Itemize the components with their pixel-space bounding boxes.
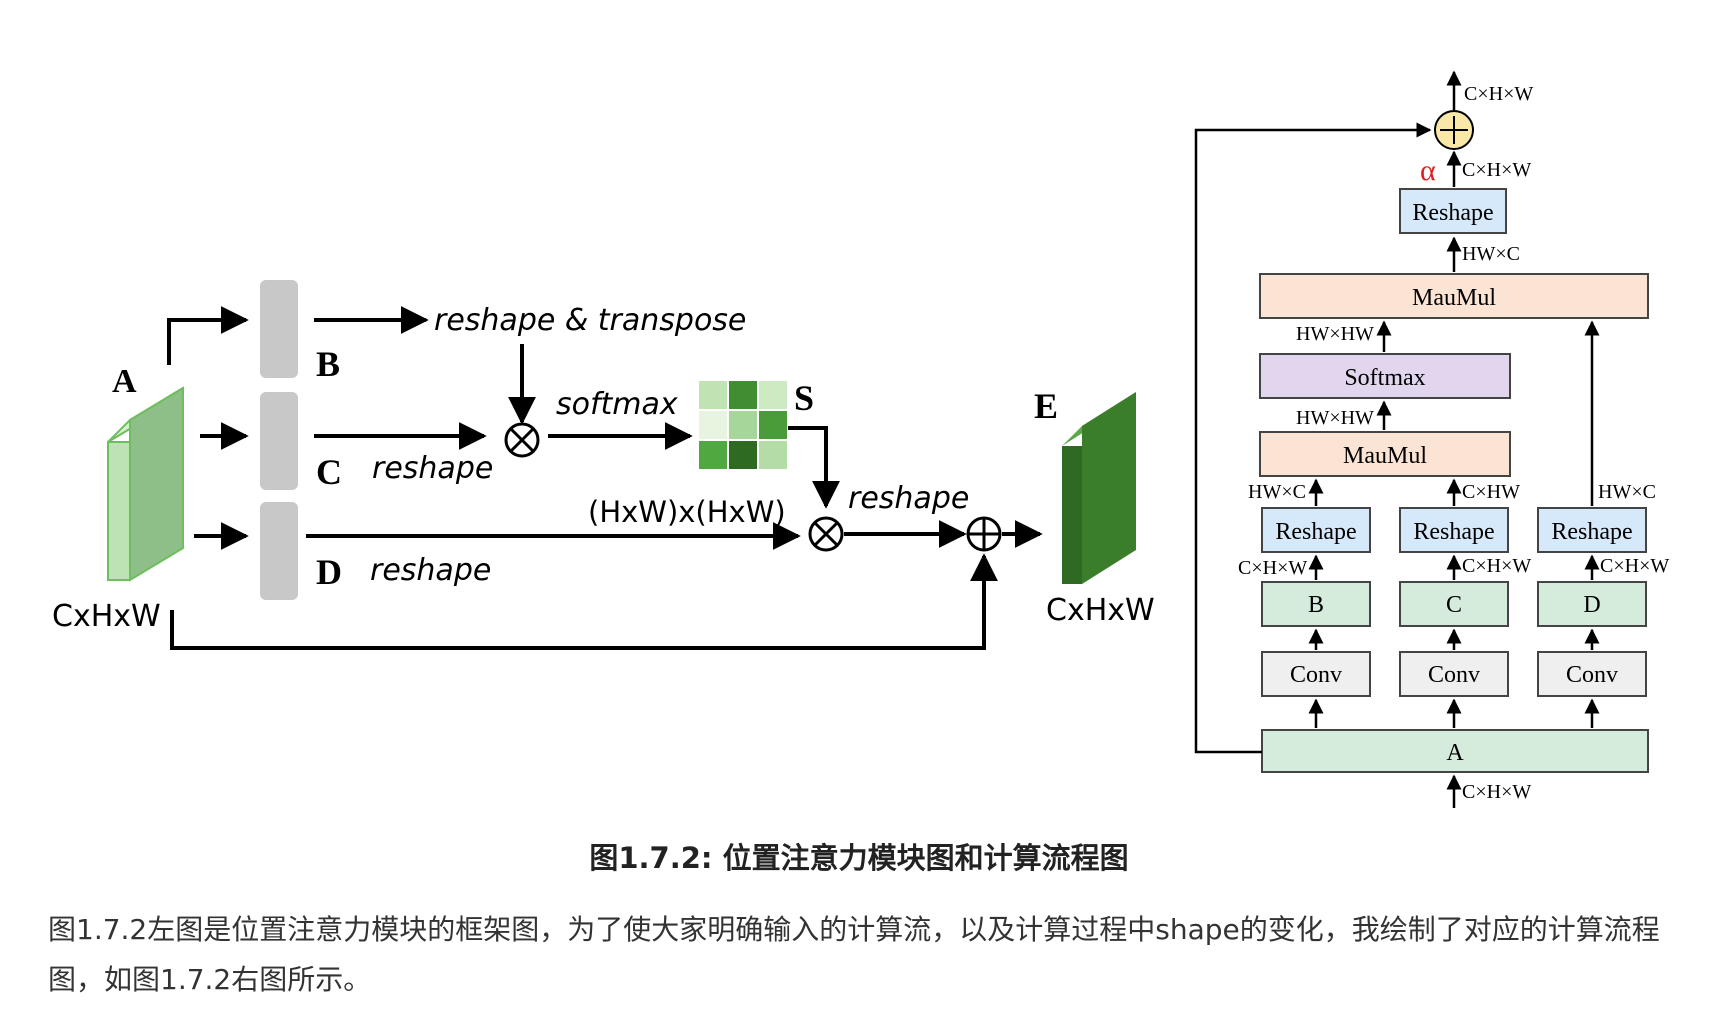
- box-conv-d: [1537, 651, 1647, 697]
- input-block-a: [107, 386, 184, 582]
- label-reshape-transpose: reshape & transpose: [434, 303, 746, 338]
- dim-c-hw: C×HW: [1462, 481, 1520, 503]
- description-paragraph: 图1.7.2左图是位置注意力模块的框架图，为了使大家明确输入的计算流，以及计算过…: [48, 913, 1660, 996]
- label-reshape-c: reshape: [372, 451, 493, 486]
- arrow-s-to-mult2: [788, 426, 840, 509]
- dim-hw-c-right: HW×C: [1598, 481, 1656, 503]
- box-conv-c-label: Conv: [1428, 662, 1480, 688]
- dim-hw-hw-1: HW×HW: [1296, 323, 1374, 345]
- box-c-label: C: [1446, 592, 1462, 618]
- box-b: [1261, 581, 1371, 627]
- attention-figure: A CxHxW B C D reshape & transpose reshap…: [52, 70, 1669, 808]
- label-b: B: [316, 344, 340, 384]
- dim-out-top: C×H×W: [1464, 83, 1533, 105]
- multiply-node-2: [808, 516, 844, 552]
- add-node: [966, 516, 1002, 552]
- label-d: D: [316, 552, 342, 592]
- box-conv-b-label: Conv: [1290, 662, 1342, 688]
- right-diagram: C×H×W α C×H×W Reshape HW×C MauMul HW×HW …: [1194, 70, 1669, 808]
- block-b: [260, 280, 298, 378]
- box-reshape-b-label: Reshape: [1275, 519, 1356, 545]
- box-conv-c: [1399, 651, 1509, 697]
- box-reshape-top-label: Reshape: [1412, 200, 1493, 226]
- dim-chw-c: C×H×W: [1462, 555, 1531, 577]
- arrow-a-to-b: [167, 306, 249, 365]
- residual-arrow: [170, 553, 998, 650]
- box-a-label: A: [1446, 740, 1464, 766]
- label-a: A: [112, 363, 137, 400]
- box-maumul-mid: [1259, 431, 1511, 477]
- box-reshape-b: [1261, 507, 1371, 553]
- box-maumul-top-label: MauMul: [1412, 285, 1496, 311]
- box-b-label: B: [1308, 592, 1324, 618]
- skip-connection: [1194, 122, 1432, 754]
- box-conv-d-label: Conv: [1566, 662, 1618, 688]
- label-e: E: [1034, 386, 1058, 426]
- figure-caption: 图1.7.2: 位置注意力模块图和计算流程图: [589, 841, 1129, 875]
- box-reshape-d: [1537, 507, 1647, 553]
- attention-matrix-s: [697, 379, 789, 471]
- block-c: [260, 392, 298, 490]
- dim-hw-c-top: HW×C: [1462, 243, 1520, 265]
- output-block-e: [1062, 392, 1136, 584]
- box-conv-b: [1261, 651, 1371, 697]
- box-softmax: [1259, 353, 1511, 399]
- label-reshape-d: reshape: [370, 553, 491, 588]
- alpha-symbol: α: [1420, 154, 1436, 187]
- box-d-label: D: [1583, 592, 1600, 618]
- input-dims: CxHxW: [52, 599, 161, 634]
- dim-chw-b: C×H×W: [1238, 557, 1307, 579]
- dim-chw-d: C×H×W: [1600, 555, 1669, 577]
- block-d: [260, 502, 298, 600]
- box-maumul-mid-label: MauMul: [1343, 443, 1427, 469]
- adder-node: [1434, 110, 1474, 150]
- dim-hw-c-left: HW×C: [1248, 481, 1306, 503]
- box-maumul-top: [1259, 273, 1649, 319]
- output-dims: CxHxW: [1046, 593, 1155, 628]
- label-c: C: [316, 452, 342, 492]
- label-s: S: [794, 378, 814, 418]
- dim-chw-in: C×H×W: [1462, 781, 1531, 803]
- box-reshape-c-label: Reshape: [1413, 519, 1494, 545]
- box-reshape-d-label: Reshape: [1551, 519, 1632, 545]
- box-reshape-top: [1399, 188, 1507, 234]
- box-softmax-label: Softmax: [1344, 365, 1425, 391]
- left-diagram: A CxHxW B C D reshape & transpose reshap…: [52, 280, 1155, 650]
- box-d: [1537, 581, 1647, 627]
- multiply-node-1: [504, 422, 540, 458]
- box-c: [1399, 581, 1509, 627]
- label-softmax: softmax: [556, 387, 678, 422]
- label-hxw-hxw: (HxW)x(HxW): [588, 495, 786, 529]
- box-reshape-c: [1399, 507, 1509, 553]
- dim-hw-hw-2: HW×HW: [1296, 407, 1374, 429]
- dim-after-add: C×H×W: [1462, 159, 1531, 181]
- label-reshape-s: reshape: [848, 481, 969, 516]
